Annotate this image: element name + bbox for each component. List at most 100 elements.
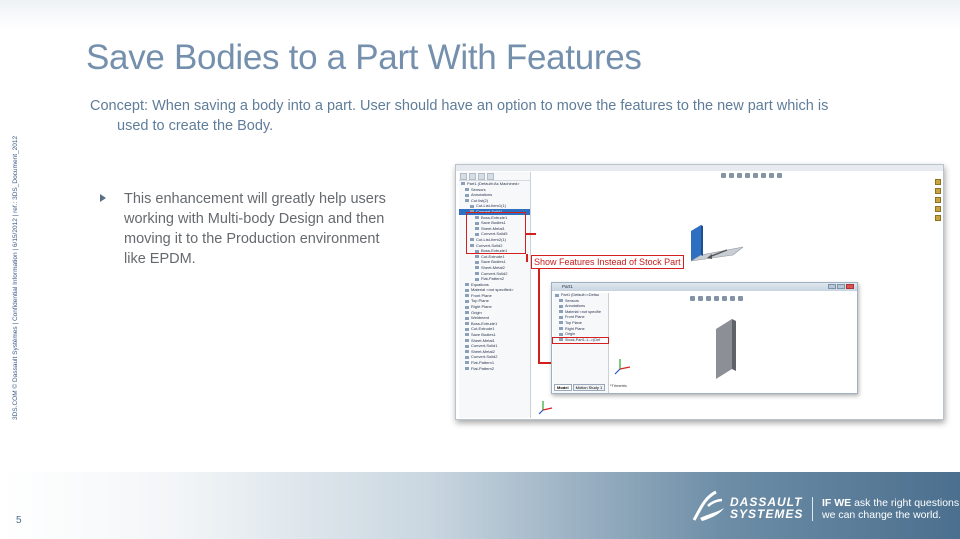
task-pane-icons [935, 179, 941, 221]
tree-item: Material <not specified> [459, 287, 530, 293]
scene-icon [769, 173, 774, 178]
tree-item: Boss-Extrude1 [459, 248, 530, 254]
view-palette-icon [935, 206, 941, 212]
annotation-icon [465, 193, 469, 197]
tree-item: Right Plane [553, 327, 608, 333]
tree-tool-icon [469, 173, 476, 180]
tree-item: Flat-Pattern2 [459, 366, 530, 372]
tree-item: Sheet-Metal2 [459, 349, 530, 355]
feature-icon [465, 339, 469, 343]
tree-tool-icon [460, 173, 467, 180]
zoom-icon [698, 296, 703, 301]
slide-title: Save Bodies to a Part With Features [86, 38, 642, 77]
view-orientation-icon [745, 173, 750, 178]
tree-item-selected: Convert-Solid1 [459, 208, 530, 215]
feature-icon [475, 271, 479, 275]
zoom-icon [729, 173, 734, 178]
tree-item: Origin [553, 332, 608, 338]
bracket-edge [701, 225, 703, 256]
tree-item: Cut-Extrude1 [459, 254, 530, 260]
tree-item: Part1 (Default<As Machined> [459, 181, 530, 187]
tree-item: Sheet-Metal2 [459, 265, 530, 271]
plane-icon [465, 305, 469, 309]
tree-item: Boss-Extrude1 [459, 215, 530, 221]
tree-item: Sheet-Metal1 [459, 338, 530, 344]
tree-item: Sensors [459, 187, 530, 193]
new-part-window: Part1 Part1 (Default<<Defau Sensors Anno… [551, 282, 858, 394]
folder-icon [470, 238, 474, 242]
material-icon [465, 288, 469, 292]
feature-icon [465, 350, 469, 354]
zoom-icon [690, 296, 695, 301]
tab-motion-study[interactable]: Motion Study 1 [572, 384, 606, 391]
bracket-model [690, 225, 744, 262]
plane-icon [559, 327, 563, 331]
feature-icon [475, 249, 479, 253]
feature-icon [465, 355, 469, 359]
concept-line-1: Concept: When saving a body into a part.… [90, 98, 829, 114]
stock-part-icon [559, 338, 563, 342]
ds-logo-icon [692, 490, 724, 521]
material-icon [559, 310, 563, 314]
bracket-wall [691, 225, 701, 261]
plate-edge [732, 319, 736, 371]
folder-icon [470, 204, 474, 208]
tree-item: Sensors [553, 299, 608, 305]
bullet-item: This enhancement will greatly help users… [100, 189, 390, 269]
tree-toolbar [459, 172, 530, 181]
minimize-button[interactable] [828, 284, 836, 289]
side-confidential-note: 3DS.COM © Dassault Systèmes | Confidenti… [12, 135, 19, 420]
tree-item: Front Plane [553, 315, 608, 321]
feature-icon [465, 333, 469, 337]
zoom-icon [721, 173, 726, 178]
display-style-icon [722, 296, 727, 301]
part-icon [461, 182, 465, 186]
plane-icon [465, 299, 469, 303]
section-icon [737, 173, 742, 178]
callout-label: Show Features Instead of Stock Part [531, 255, 684, 269]
callout-connector [538, 362, 552, 364]
page-number: 5 [16, 515, 22, 526]
plane-icon [559, 315, 563, 319]
new-part-tree: Part1 (Default<<Defau Sensors Annotation… [552, 293, 609, 393]
feature-highlight-box [466, 212, 526, 254]
appearance-icon [935, 215, 941, 221]
close-button[interactable] [846, 284, 854, 289]
plate-face [716, 319, 732, 379]
new-part-viewport-toolbar [690, 296, 743, 301]
triad-icon [614, 359, 631, 375]
viewport-toolbar [721, 173, 782, 178]
concept-text: Concept: When saving a body into a part.… [90, 96, 890, 136]
window-controls [828, 284, 854, 289]
plane-icon [559, 321, 563, 325]
section-icon [706, 296, 711, 301]
tree-item: Part1 (Default<<Defau [553, 293, 608, 299]
top-gradient [0, 0, 960, 30]
feature-icon [475, 260, 479, 264]
callout-connector [538, 269, 540, 363]
tree-item: Save Bodies1 [459, 220, 530, 226]
tree-item: Convert-Solid2 [459, 271, 530, 277]
slogan-line-1: IF WE ask the right questions [822, 497, 959, 509]
main-triad-icon [538, 401, 553, 415]
maximize-button[interactable] [837, 284, 845, 289]
tab-model[interactable]: Model [554, 384, 572, 391]
tree-item: Save Bodies1 [459, 332, 530, 338]
origin-icon [465, 311, 469, 315]
flat-pattern-icon [465, 361, 469, 365]
display-style-icon [753, 173, 758, 178]
feature-icon [475, 266, 479, 270]
feature-icon [475, 216, 479, 219]
feature-icon [475, 255, 479, 259]
bullet-arrow-icon [100, 194, 106, 202]
tree-item: Cut-List-Item1(1) [459, 203, 530, 209]
feature-icon [475, 227, 479, 231]
flat-pattern-icon [465, 367, 469, 371]
bracket-arrowhead [707, 254, 712, 259]
slogan-line-2: we can change the world. [822, 509, 942, 521]
appearance-icon [761, 173, 766, 178]
tree-item: Save Bodies1 [459, 259, 530, 265]
tree-item: Convert-Solid2 [459, 354, 530, 360]
footer-band [0, 472, 960, 539]
view-label: *Trimetric [610, 383, 627, 388]
